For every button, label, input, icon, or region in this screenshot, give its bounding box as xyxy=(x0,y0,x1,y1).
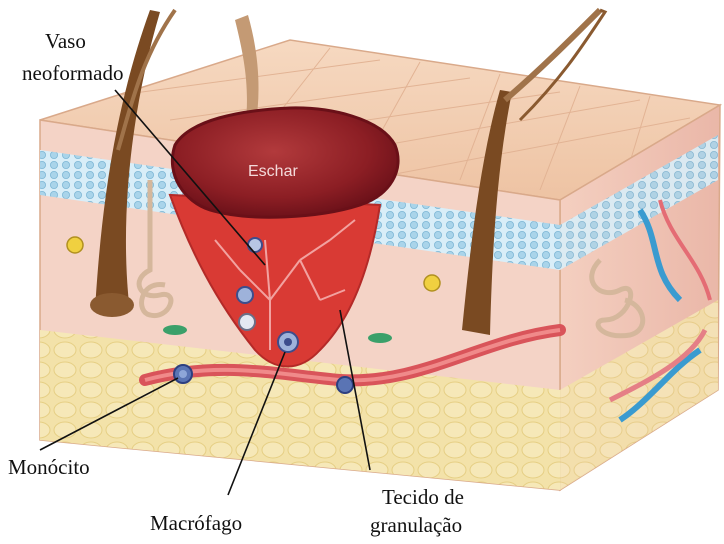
macrophage-cell xyxy=(278,332,298,352)
label-tecido-line1: Tecido de xyxy=(382,485,464,509)
monocyte-cell xyxy=(174,365,192,383)
label-vaso-line2: neoformado xyxy=(22,61,123,85)
label-macrofago: Macrófago xyxy=(150,511,242,535)
label-monocito: Monócito xyxy=(8,455,90,479)
label-tecido-line2: granulação xyxy=(370,513,462,537)
skin-block xyxy=(40,40,720,490)
label-vaso-line1: Vaso xyxy=(45,29,86,53)
eschar-label: Eschar xyxy=(248,163,298,180)
